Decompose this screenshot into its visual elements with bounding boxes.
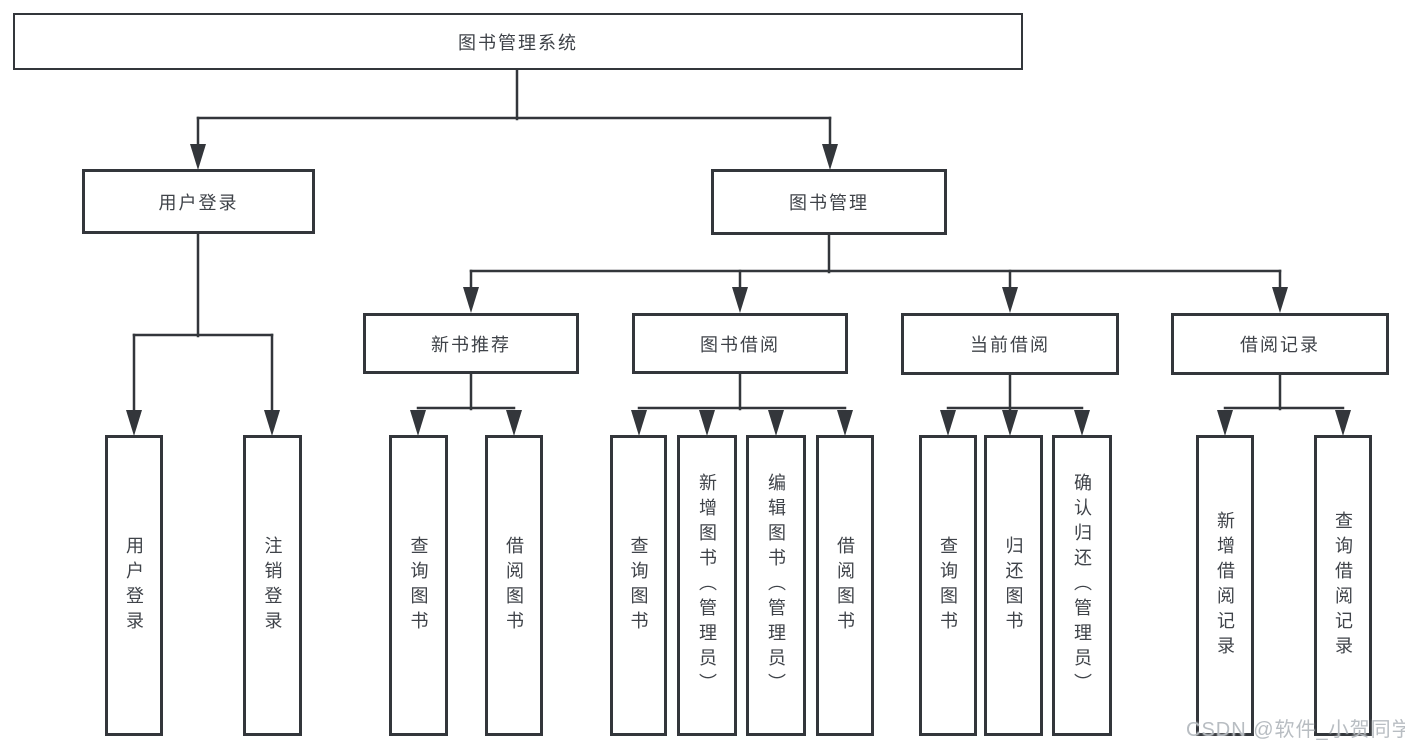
leaf-query-books-current-label: 查询图书 <box>938 535 958 636</box>
leaf-query-books-borrowing-label: 查询图书 <box>628 535 649 636</box>
connector-paths <box>132 68 1345 414</box>
leaf-query-borrow-record: 查询借阅记录 <box>1314 435 1372 736</box>
leaf-confirm-return-admin: 确认归还（管理员） <box>1052 435 1112 736</box>
node-book-management-label: 图书管理 <box>789 193 869 213</box>
leaf-user-login: 用户登录 <box>105 435 163 736</box>
watermark-text: CSDN @软件_小贺同学 <box>1186 719 1405 741</box>
node-new-book-recommend-label: 新书推荐 <box>431 334 511 355</box>
node-root-label: 图书管理系统 <box>458 32 578 53</box>
node-book-borrowing-label: 图书借阅 <box>700 334 780 355</box>
leaf-query-books-borrowing: 查询图书 <box>610 435 667 736</box>
node-borrowing-records: 借阅记录 <box>1171 313 1389 375</box>
leaf-borrow-books-borrowing: 借阅图书 <box>816 435 874 736</box>
leaf-logout: 注销登录 <box>243 435 302 736</box>
leaf-edit-book-admin: 编辑图书（管理员） <box>746 435 806 736</box>
leaf-add-borrow-record: 新增借阅记录 <box>1196 435 1254 736</box>
node-root: 图书管理系统 <box>13 13 1023 70</box>
node-borrowing-records-label: 借阅记录 <box>1240 335 1320 355</box>
node-user-login-branch-label: 用户登录 <box>158 192 239 213</box>
leaf-query-books-recommend: 查询图书 <box>389 435 448 736</box>
leaf-return-books: 归还图书 <box>984 435 1043 736</box>
leaf-add-borrow-record-label: 新增借阅记录 <box>1215 510 1235 661</box>
leaf-borrow-books-recommend: 借阅图书 <box>485 435 543 736</box>
leaf-confirm-return-admin-label: 确认归还（管理员） <box>1072 473 1092 698</box>
node-user-login-branch: 用户登录 <box>82 169 315 234</box>
leaf-return-books-label: 归还图书 <box>1003 535 1024 636</box>
leaf-user-login-label: 用户登录 <box>124 535 144 636</box>
node-book-management: 图书管理 <box>711 169 947 235</box>
arrowheads <box>126 144 1351 436</box>
leaf-query-books-current: 查询图书 <box>919 435 977 736</box>
node-current-borrowing-label: 当前借阅 <box>970 335 1050 355</box>
leaf-borrow-books-borrowing-label: 借阅图书 <box>835 535 855 636</box>
leaf-query-borrow-record-label: 查询借阅记录 <box>1333 510 1353 661</box>
leaf-borrow-books-recommend-label: 借阅图书 <box>504 535 524 636</box>
leaf-add-book-admin-label: 新增图书（管理员） <box>697 473 717 698</box>
leaf-query-books-recommend-label: 查询图书 <box>408 535 429 636</box>
leaf-add-book-admin: 新增图书（管理员） <box>677 435 737 736</box>
leaf-logout-label: 注销登录 <box>262 535 283 636</box>
leaf-edit-book-admin-label: 编辑图书（管理员） <box>766 473 786 698</box>
node-new-book-recommend: 新书推荐 <box>363 313 579 374</box>
node-book-borrowing: 图书借阅 <box>632 313 848 374</box>
node-current-borrowing: 当前借阅 <box>901 313 1119 375</box>
